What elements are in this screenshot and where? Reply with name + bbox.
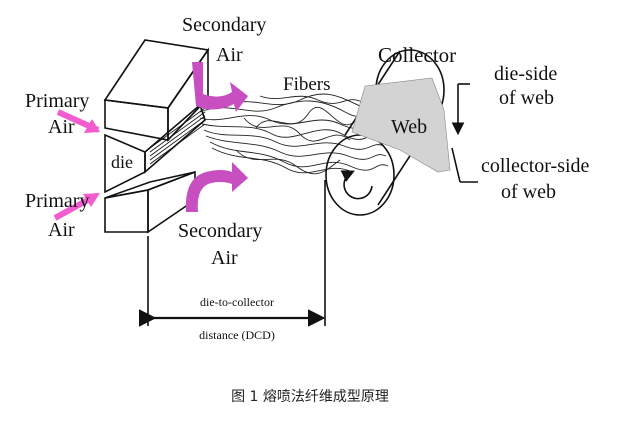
secondary-air-top-label-2: Air (216, 44, 243, 66)
die-side-label-2: of web (499, 87, 554, 109)
secondary-air-arrows (185, 62, 248, 212)
collector-drum-front-end (325, 134, 395, 216)
primary-air-top-label-1: Primary (25, 90, 89, 112)
collector-side-label-1: collector-side (481, 155, 590, 177)
secondary-air-top-label-1: Secondary (182, 14, 266, 36)
primary-air-bottom-label-2: Air (48, 219, 75, 241)
web-side-indicators (451, 83, 478, 183)
labels: Secondary Air Primary Air die Primary Ai… (25, 14, 590, 405)
dcd-label-1: die-to-collector (200, 295, 274, 309)
fibers-label: Fibers (283, 74, 331, 95)
secondary-air-bottom-label-2: Air (211, 247, 238, 269)
primary-air-bottom-label-1: Primary (25, 190, 89, 212)
secondary-air-arrow-bottom (185, 162, 248, 212)
die-orifice-lines (149, 107, 206, 165)
primary-air-top-label-2: Air (48, 116, 75, 138)
die-top-block-top-face (103, 39, 210, 109)
web-sheet (351, 77, 451, 173)
die-tip-side (144, 103, 206, 174)
die-bottom-block-front-face (104, 189, 149, 233)
die-side-label-1: die-side (494, 63, 557, 85)
collector-label: Collector (378, 43, 456, 67)
secondary-air-bottom-label-1: Secondary (178, 220, 262, 242)
dcd-label-2: distance (DCD) (199, 328, 275, 342)
die-label: die (111, 152, 133, 172)
secondary-air-arrow-top (192, 62, 248, 112)
web-label: Web (391, 116, 427, 138)
primary-air-arrows (53, 109, 100, 221)
dcd-dimension (138, 180, 326, 327)
die-top-block-front-face (104, 99, 169, 141)
circular-arrow-icon (340, 170, 373, 200)
collector-side-label-2: of web (501, 181, 556, 203)
figure-caption: 图 1 熔喷法纤维成型原理 (231, 389, 389, 405)
